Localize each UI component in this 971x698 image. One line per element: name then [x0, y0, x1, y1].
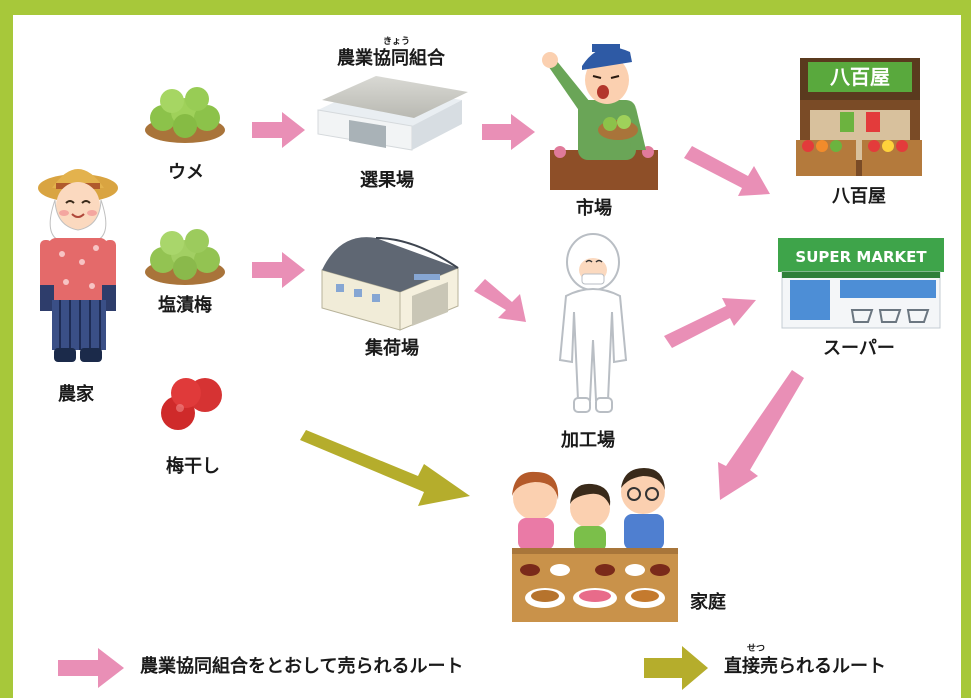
legend-pink-arrow — [58, 648, 124, 688]
greengrocer-illustration: 八百屋 — [796, 58, 922, 176]
farmer-illustration — [38, 169, 118, 362]
supermarket-illustration: SUPER MARKET — [778, 238, 944, 329]
sorting-facility-illustration — [317, 76, 468, 151]
arrow-sorting-to-market — [482, 114, 535, 150]
label-farmer: 農家 — [58, 384, 94, 405]
collection-facility-illustration — [321, 237, 459, 331]
supermarket-sign: SUPER MARKET — [795, 248, 927, 266]
umeboshi-illustration — [161, 378, 222, 430]
legend-direct-reading: せつ — [747, 644, 766, 654]
family-illustration — [512, 468, 678, 622]
label-greengrocer: 八百屋 — [832, 186, 886, 207]
factory-worker-illustration — [558, 233, 628, 413]
legend-olive-arrow — [644, 646, 708, 690]
coop-reading: きょう — [383, 37, 411, 47]
arrow-ume-to-sorting — [252, 112, 305, 148]
label-market: 市場 — [576, 198, 612, 219]
shiozuke-illustration — [145, 229, 225, 285]
label-ume: ウメ — [168, 162, 204, 183]
label-collection: 集荷場 — [365, 338, 419, 359]
ume-illustration — [145, 87, 225, 143]
label-umeboshi: 梅干し — [166, 456, 220, 477]
label-factory: 加工場 — [561, 430, 615, 451]
label-sorting: 選果場 — [360, 170, 414, 191]
label-supermarket: スーパー — [823, 338, 895, 359]
arrow-collection-to-factory — [474, 279, 526, 322]
label-home: 家庭 — [690, 592, 726, 613]
arrow-supermarket-to-home — [718, 370, 804, 500]
greengrocer-sign: 八百屋 — [830, 65, 890, 89]
arrow-umeboshi-to-home — [300, 430, 470, 506]
olive-route-arrows — [300, 430, 470, 506]
pink-route-arrows — [252, 112, 804, 500]
label-coop: 農業協同組合 — [337, 48, 445, 69]
legend-coop-route: 農業協同組合をとおして売られるルート — [140, 656, 464, 677]
arrow-shiozuke-to-collection — [252, 252, 305, 288]
label-shiozuke: 塩漬梅 — [158, 295, 212, 316]
market-man-illustration — [542, 44, 658, 190]
legend-direct-route: 直接売られるルート — [724, 656, 886, 677]
arrow-factory-to-supermarket — [664, 298, 756, 348]
arrow-market-to-greengrocer — [684, 146, 770, 196]
